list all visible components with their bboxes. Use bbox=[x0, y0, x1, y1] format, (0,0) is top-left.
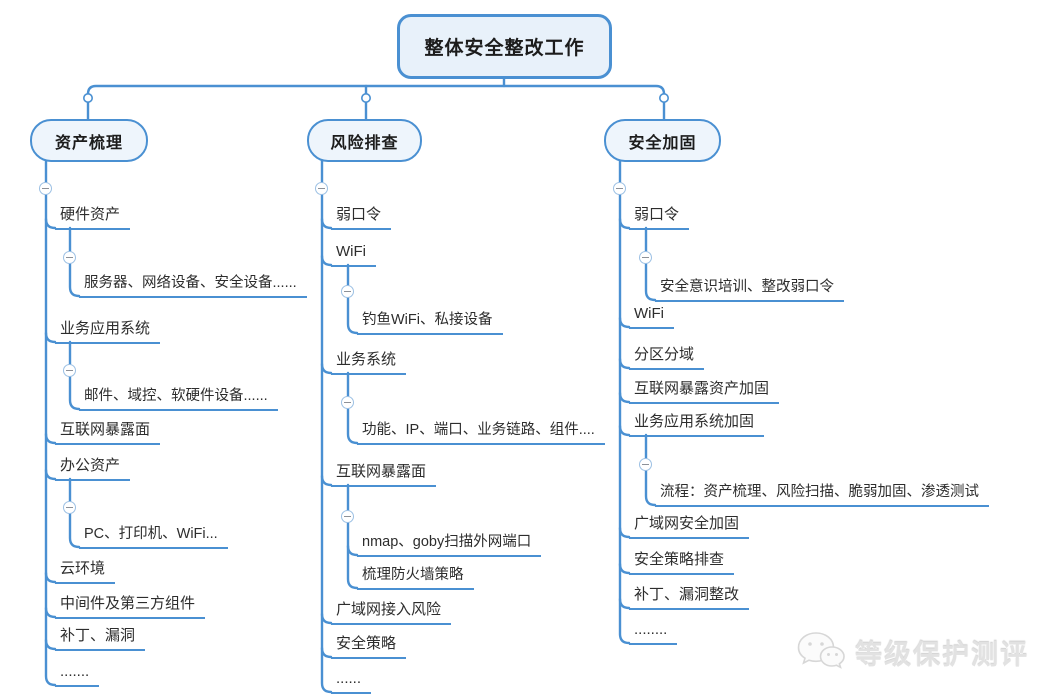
root-node[interactable]: 整体安全整改工作 bbox=[397, 14, 612, 79]
collapse-icon[interactable] bbox=[63, 251, 76, 264]
subtopic-item[interactable]: 功能、IP、端口、业务链路、组件.... bbox=[357, 420, 605, 445]
branch-node-asset-sorting[interactable]: 资产梳理 bbox=[30, 119, 148, 162]
topic-item[interactable]: 补丁、漏洞整改 bbox=[629, 585, 750, 610]
collapse-icon[interactable] bbox=[341, 285, 354, 298]
collapse-icon[interactable] bbox=[63, 364, 76, 377]
topic-item[interactable]: 安全策略 bbox=[331, 634, 407, 659]
topic-item[interactable]: 弱口令 bbox=[331, 205, 392, 230]
watermark-text: 等级保护测评 bbox=[855, 639, 1029, 670]
wechat-icon bbox=[797, 632, 845, 669]
topic-item[interactable]: 弱口令 bbox=[629, 205, 690, 230]
subtopic-item[interactable]: 钓鱼WiFi、私接设备 bbox=[357, 310, 503, 335]
subtopic-item[interactable]: 邮件、域控、软硬件设备...... bbox=[79, 386, 278, 411]
link-point-icon bbox=[83, 93, 94, 104]
collapse-icon[interactable] bbox=[63, 501, 76, 514]
subtopic-item[interactable]: 流程：资产梳理、风险扫描、脆弱加固、渗透测试 bbox=[655, 482, 989, 507]
collapse-icon[interactable] bbox=[639, 251, 652, 264]
collapse-icon[interactable] bbox=[613, 182, 626, 195]
topic-item[interactable]: ........ bbox=[629, 620, 678, 645]
topic-item[interactable]: WiFi bbox=[331, 242, 376, 267]
subtopic-item[interactable]: 梳理防火墙策略 bbox=[357, 565, 474, 590]
collapse-icon[interactable] bbox=[639, 458, 652, 471]
topic-item[interactable]: WiFi bbox=[629, 304, 674, 329]
topic-item[interactable]: 互联网暴露面 bbox=[331, 462, 437, 487]
topic-item[interactable]: ...... bbox=[331, 669, 372, 694]
topic-item[interactable]: 业务应用系统加固 bbox=[629, 412, 765, 437]
topic-item[interactable]: 广域网接入风险 bbox=[331, 600, 452, 625]
topic-item[interactable]: 补丁、漏洞 bbox=[55, 626, 146, 651]
watermark: 等级保护测评 bbox=[795, 630, 1029, 674]
topic-item[interactable]: ....... bbox=[55, 662, 100, 687]
collapse-icon[interactable] bbox=[341, 396, 354, 409]
subtopic-item[interactable]: 服务器、网络设备、安全设备...... bbox=[79, 273, 307, 298]
topic-item[interactable]: 硬件资产 bbox=[55, 205, 131, 230]
topic-item[interactable]: 中间件及第三方组件 bbox=[55, 594, 206, 619]
collapse-icon[interactable] bbox=[315, 182, 328, 195]
topic-item[interactable]: 云环境 bbox=[55, 559, 116, 584]
link-point-icon bbox=[360, 93, 371, 104]
topic-item[interactable]: 互联网暴露面 bbox=[55, 420, 161, 445]
topic-item[interactable]: 安全策略排查 bbox=[629, 550, 735, 575]
collapse-icon[interactable] bbox=[39, 182, 52, 195]
topic-item[interactable]: 业务应用系统 bbox=[55, 319, 161, 344]
subtopic-item[interactable]: 安全意识培训、整改弱口令 bbox=[655, 277, 844, 302]
branch-node-hardening[interactable]: 安全加固 bbox=[604, 119, 721, 162]
subtopic-item[interactable]: nmap、goby扫描外网端口 bbox=[357, 532, 542, 557]
branch-node-risk-check[interactable]: 风险排查 bbox=[307, 119, 422, 162]
topic-item[interactable]: 办公资产 bbox=[55, 456, 131, 481]
topic-item[interactable]: 广域网安全加固 bbox=[629, 514, 750, 539]
collapse-icon[interactable] bbox=[341, 510, 354, 523]
topic-item[interactable]: 互联网暴露资产加固 bbox=[629, 379, 780, 404]
topic-item[interactable]: 业务系统 bbox=[331, 350, 407, 375]
link-point-icon bbox=[658, 93, 669, 104]
topic-item[interactable]: 分区分域 bbox=[629, 345, 705, 370]
subtopic-item[interactable]: PC、打印机、WiFi... bbox=[79, 524, 228, 549]
